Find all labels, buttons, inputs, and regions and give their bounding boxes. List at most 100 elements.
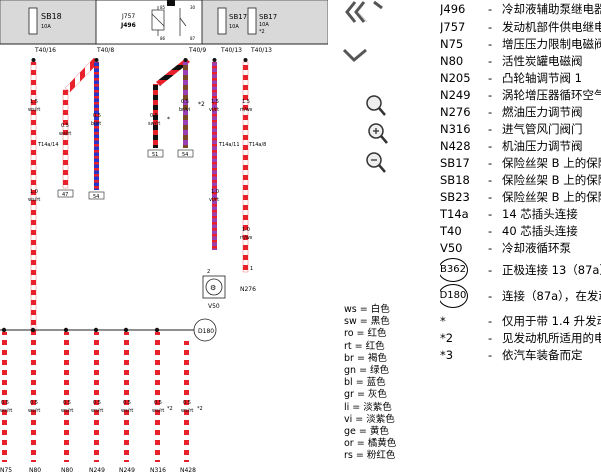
legend-dash: - xyxy=(488,37,493,51)
legend-code: N75 xyxy=(440,37,464,51)
color-key-item: vi = 淡紫色 xyxy=(344,413,395,425)
wire-color: ws/rt xyxy=(121,408,133,414)
legend-description: 保险丝架 B 上的保险丝 17 xyxy=(502,156,601,170)
relay-pin: 86 xyxy=(160,36,166,41)
component-v50: V50 xyxy=(208,303,220,310)
legend-description: 活性炭罐电磁阀 xyxy=(502,54,583,68)
ref-box xyxy=(177,149,194,158)
component-n276: N276 xyxy=(240,286,256,293)
legend-description: 依汽车装备而定 xyxy=(502,348,583,362)
wire-color: ws/rt xyxy=(91,408,103,414)
bottom-wire xyxy=(124,332,129,462)
ref-box xyxy=(88,191,105,200)
wire-gauge: 1.0 xyxy=(211,189,219,195)
bottom-wire xyxy=(64,332,69,462)
bus-node xyxy=(93,327,99,333)
legend-description: 增压压力限制电磁阀 xyxy=(502,37,601,51)
legend-code: SB18 xyxy=(440,173,470,187)
relay-pin: 30 xyxy=(190,5,196,10)
bus-node xyxy=(30,327,36,333)
wire-gauge: 0.5 xyxy=(183,400,191,406)
fuse-label: SB17 xyxy=(259,13,277,21)
legend-dash: - xyxy=(488,241,493,255)
color-key-item: or = 橘黄色 xyxy=(344,438,397,450)
connector-label: T40/13 xyxy=(220,47,242,54)
legend-code: N428 xyxy=(440,139,471,153)
legend-code: SB17 xyxy=(440,156,470,170)
fuse-rating: 10A xyxy=(229,24,239,30)
legend-description: 见发动机所适用的电路图 xyxy=(502,331,601,345)
wire-gauge: 1.5 xyxy=(242,99,250,105)
legend-dash: - xyxy=(488,20,493,34)
ref-box-label: 51 xyxy=(152,152,158,158)
fuse-sb17-a: SB17 10A xyxy=(217,7,247,35)
legend-description: 燃油压力调节阀 xyxy=(502,105,583,119)
component-label: N80 xyxy=(61,467,73,474)
note-star2: *2 xyxy=(198,101,205,108)
relay-pin: 85 xyxy=(160,5,166,10)
color-key-item: rt = 红色 xyxy=(344,340,385,352)
wire-color: ws/rt xyxy=(152,408,164,414)
legend-description: 凸轮轴调节阀 1 xyxy=(502,71,582,85)
legend-code: *3 xyxy=(440,348,454,362)
zoom-plus-icon[interactable] xyxy=(368,123,388,144)
wire-gauge: 0.5 xyxy=(154,400,162,406)
wire-gauge: 0.5 xyxy=(61,123,69,129)
legend-description: 冷却液循环泵 xyxy=(502,241,571,255)
relay-sub: J496 xyxy=(120,22,136,29)
wire-color: ws/rt xyxy=(28,107,40,113)
legend-dash: - xyxy=(488,190,493,204)
component-label: N249 xyxy=(119,467,135,474)
bus-node xyxy=(123,327,129,333)
bottom-note: *2 xyxy=(167,406,173,412)
rotate-down-icon[interactable] xyxy=(342,48,367,63)
fuse-sb18: SB18 10A xyxy=(28,7,62,35)
legend-code: N316 xyxy=(440,122,471,136)
zoom-minus-icon[interactable] xyxy=(366,152,386,173)
wire-color: vi/rt xyxy=(209,197,219,203)
pin-number: 2 xyxy=(207,269,210,275)
color-key-item: ge = 黄色 xyxy=(344,425,389,437)
connector-label: T40/16 xyxy=(34,47,56,54)
rotate-right-icon[interactable] xyxy=(373,0,383,10)
color-key-item: ro = 红色 xyxy=(344,328,387,340)
wire-color: ws/rt xyxy=(59,131,71,137)
legend-dash: - xyxy=(488,71,493,85)
wire-gauge: 1.0 xyxy=(242,227,250,233)
wire-color: ws/rt xyxy=(28,197,40,203)
connector-dot xyxy=(212,58,217,62)
navigation-icons xyxy=(342,0,388,173)
bottom-wire-group xyxy=(2,332,189,462)
wire-gauge: 0.5 xyxy=(30,400,38,406)
wire-diagonal-sw-rt xyxy=(156,58,190,86)
legend-list: J496-冷却液辅助泵继电器J757-发动机部件供电继电器N75-增压压力限制电… xyxy=(440,0,601,370)
color-key-item: br = 褐色 xyxy=(344,352,387,364)
relay-marker: B1 xyxy=(168,1,174,6)
rotate-left-icon[interactable] xyxy=(345,1,368,23)
connector-mid: T14a/8 xyxy=(248,142,266,148)
connector-label: T40/8 xyxy=(96,47,114,54)
legend-dash: - xyxy=(488,289,493,303)
color-key-item: bl = 蓝色 xyxy=(344,377,386,389)
ref-box-label: 54 xyxy=(182,152,188,158)
wire-gauge: 0.5 xyxy=(93,113,101,119)
legend-code: N80 xyxy=(440,54,464,68)
bus-node xyxy=(154,327,160,333)
component-label: N75 xyxy=(0,467,12,474)
legend-description: 保险丝架 B 上的保险丝 18 xyxy=(502,173,601,187)
wire-br-vi xyxy=(183,62,188,148)
zoom-in-icon[interactable] xyxy=(366,95,386,116)
bottom-wire xyxy=(31,332,36,462)
color-key-item: ws = 白色 xyxy=(344,304,390,315)
fuse-label: SB17 xyxy=(229,13,247,21)
legend-dash: - xyxy=(488,314,493,328)
legend-code: V50 xyxy=(440,241,463,255)
wire-gauge: 0.5 xyxy=(150,113,158,119)
legend-dash: - xyxy=(488,156,493,170)
legend-dash: - xyxy=(488,139,493,153)
legend-dash: - xyxy=(488,88,493,102)
color-key-item: rs = 粉红色 xyxy=(344,450,396,462)
legend-code: B362 xyxy=(440,258,468,282)
legend-dash: - xyxy=(488,54,493,68)
legend-dash: - xyxy=(488,331,493,345)
